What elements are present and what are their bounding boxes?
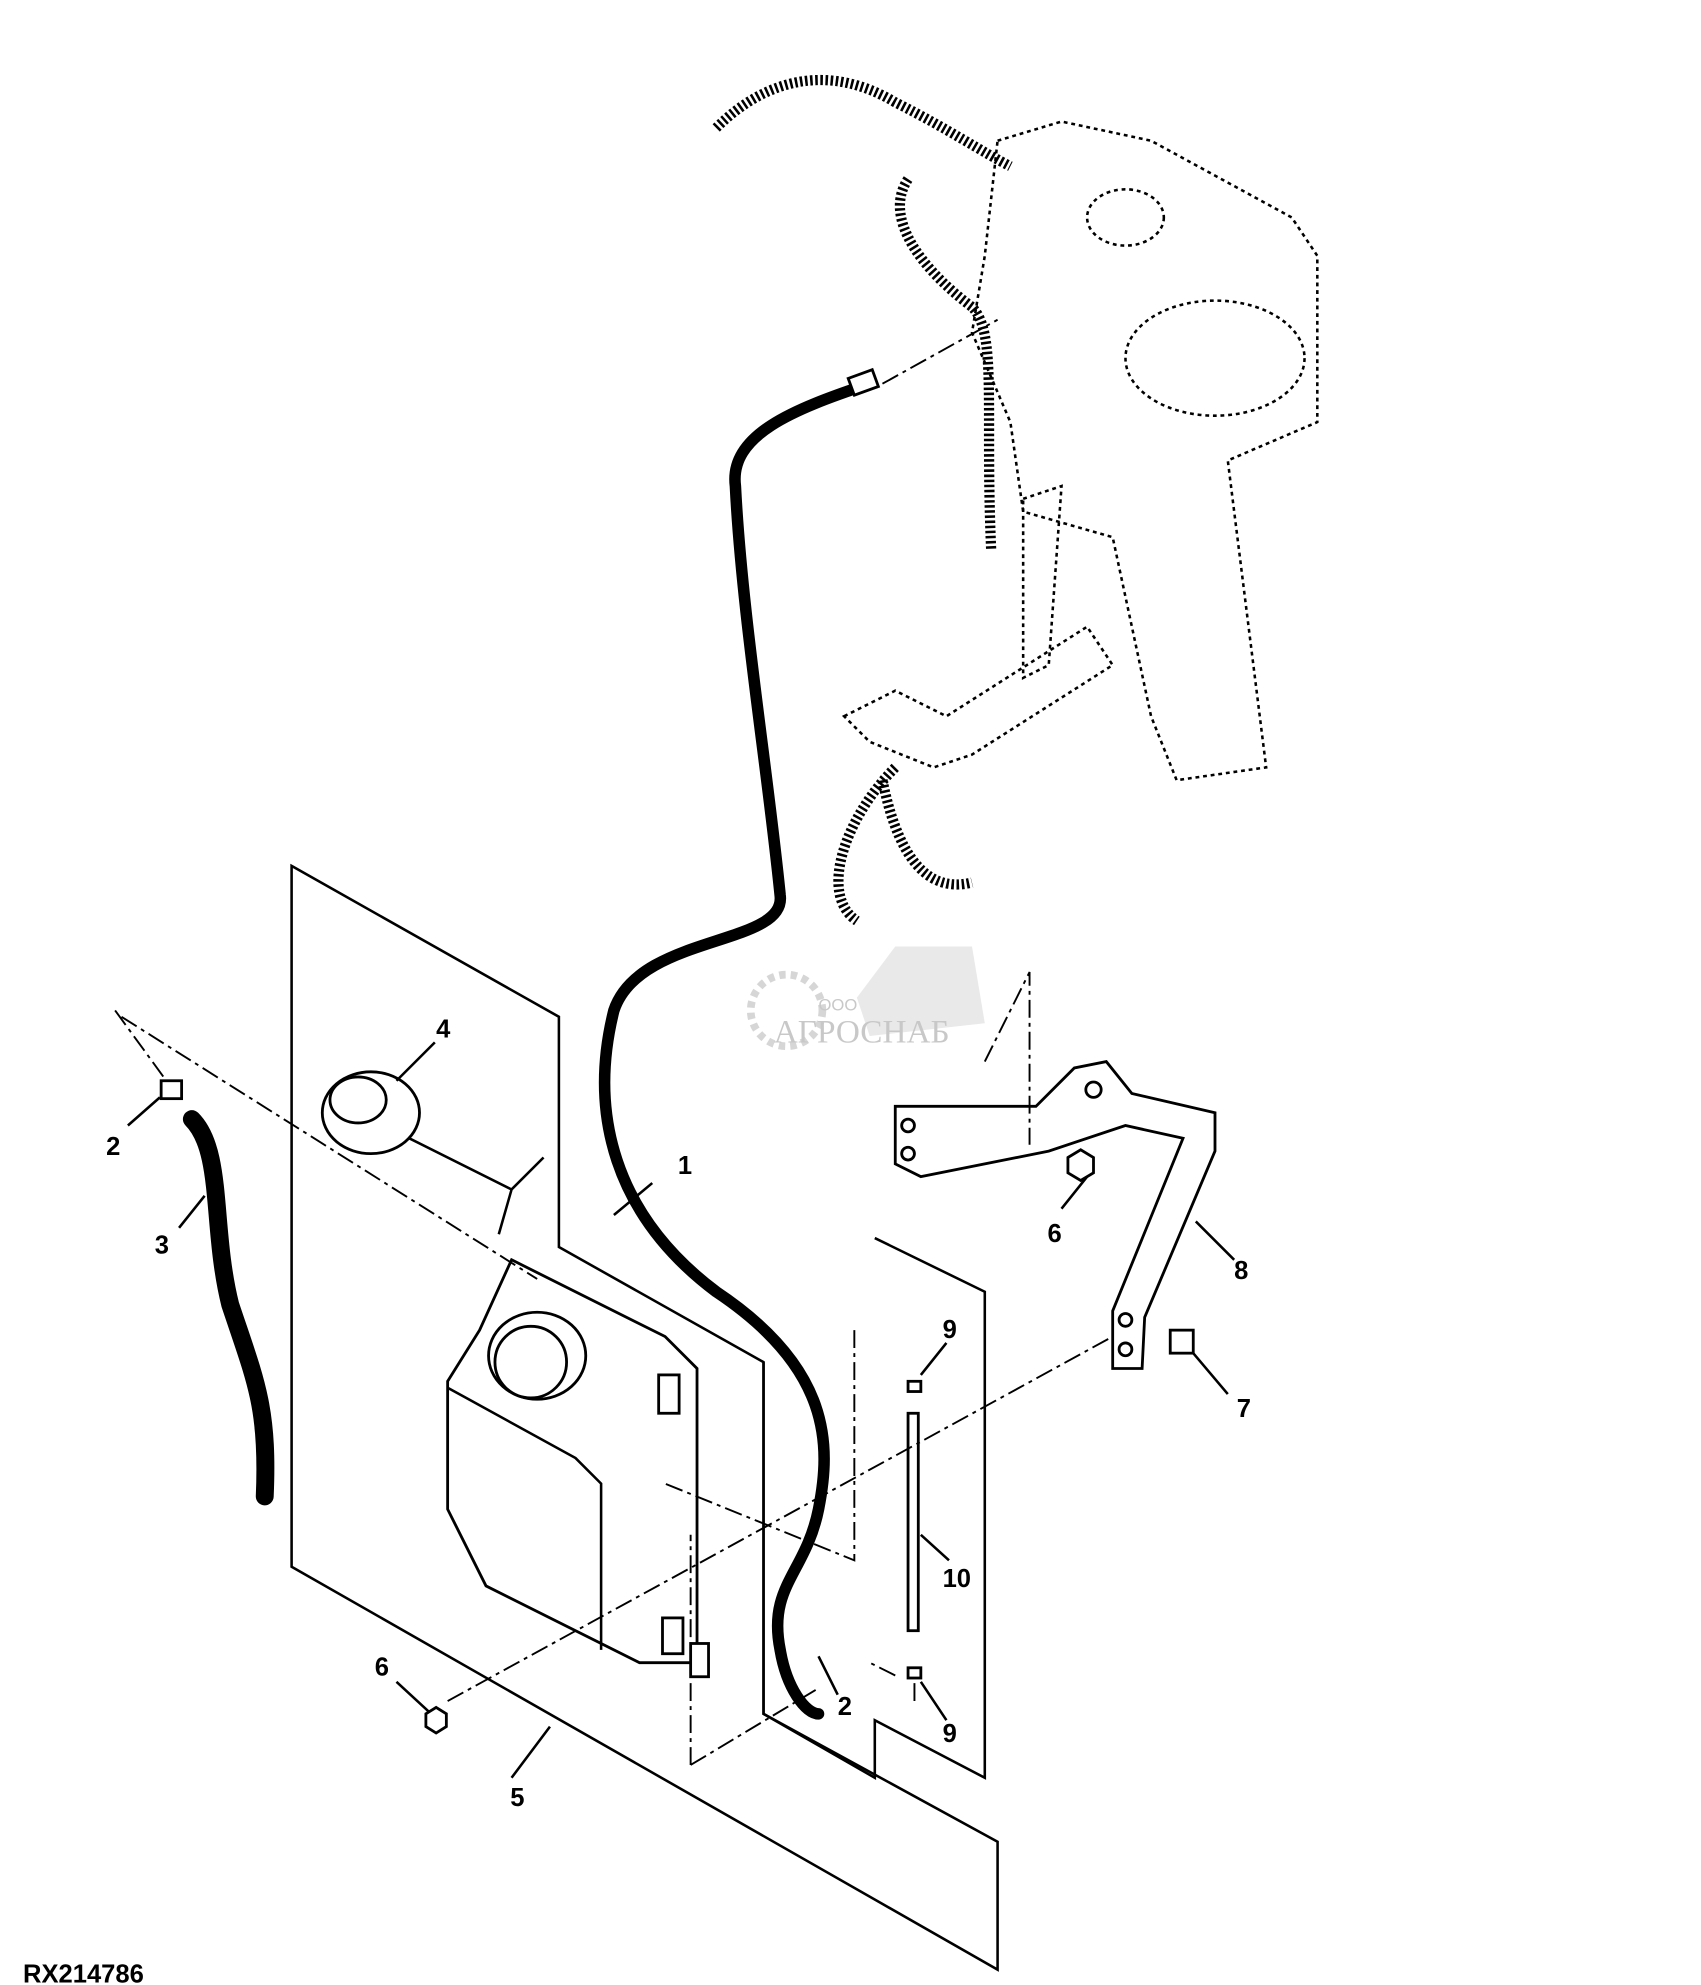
reservoir-tank <box>446 1257 710 1679</box>
hose-fitting <box>846 367 881 398</box>
callout-2: 2 <box>838 1693 852 1721</box>
watermark-logo: ООО АГРОСНАБ <box>746 946 985 1050</box>
callout-8: 8 <box>1234 1257 1248 1285</box>
callout-9: 9 <box>943 1720 957 1748</box>
watermark-prefix: ООО <box>819 995 858 1014</box>
filler-cap-4 <box>320 1070 545 1235</box>
callout-5: 5 <box>510 1784 524 1812</box>
bolt-6 <box>1066 1148 1095 1183</box>
ghost-pedal-assembly <box>712 74 1319 926</box>
panel-inset <box>762 1236 987 1780</box>
watermark-name: АГРОСНАБ <box>774 1013 950 1050</box>
callout-6: 6 <box>1047 1220 1061 1248</box>
callout-10: 10 <box>943 1565 971 1593</box>
figure-code: RX214786 <box>23 1960 144 1985</box>
hose-3 <box>182 1110 275 1506</box>
callout-1: 1 <box>678 1152 692 1180</box>
clip-9 <box>906 1666 923 1680</box>
callout-3: 3 <box>155 1231 169 1259</box>
callout-9: 9 <box>943 1316 957 1344</box>
hose-1 <box>599 377 876 1720</box>
clamp-2 <box>159 1079 184 1101</box>
rod-10 <box>906 1411 920 1633</box>
bolt-6 <box>424 1705 448 1735</box>
bracket-8 <box>893 1060 1217 1370</box>
clip-9 <box>906 1379 923 1393</box>
callout-7: 7 <box>1237 1395 1251 1423</box>
nut-7 <box>1168 1328 1195 1355</box>
callout-4: 4 <box>436 1015 451 1043</box>
callout-2: 2 <box>106 1133 120 1161</box>
callout-6: 6 <box>375 1653 389 1681</box>
